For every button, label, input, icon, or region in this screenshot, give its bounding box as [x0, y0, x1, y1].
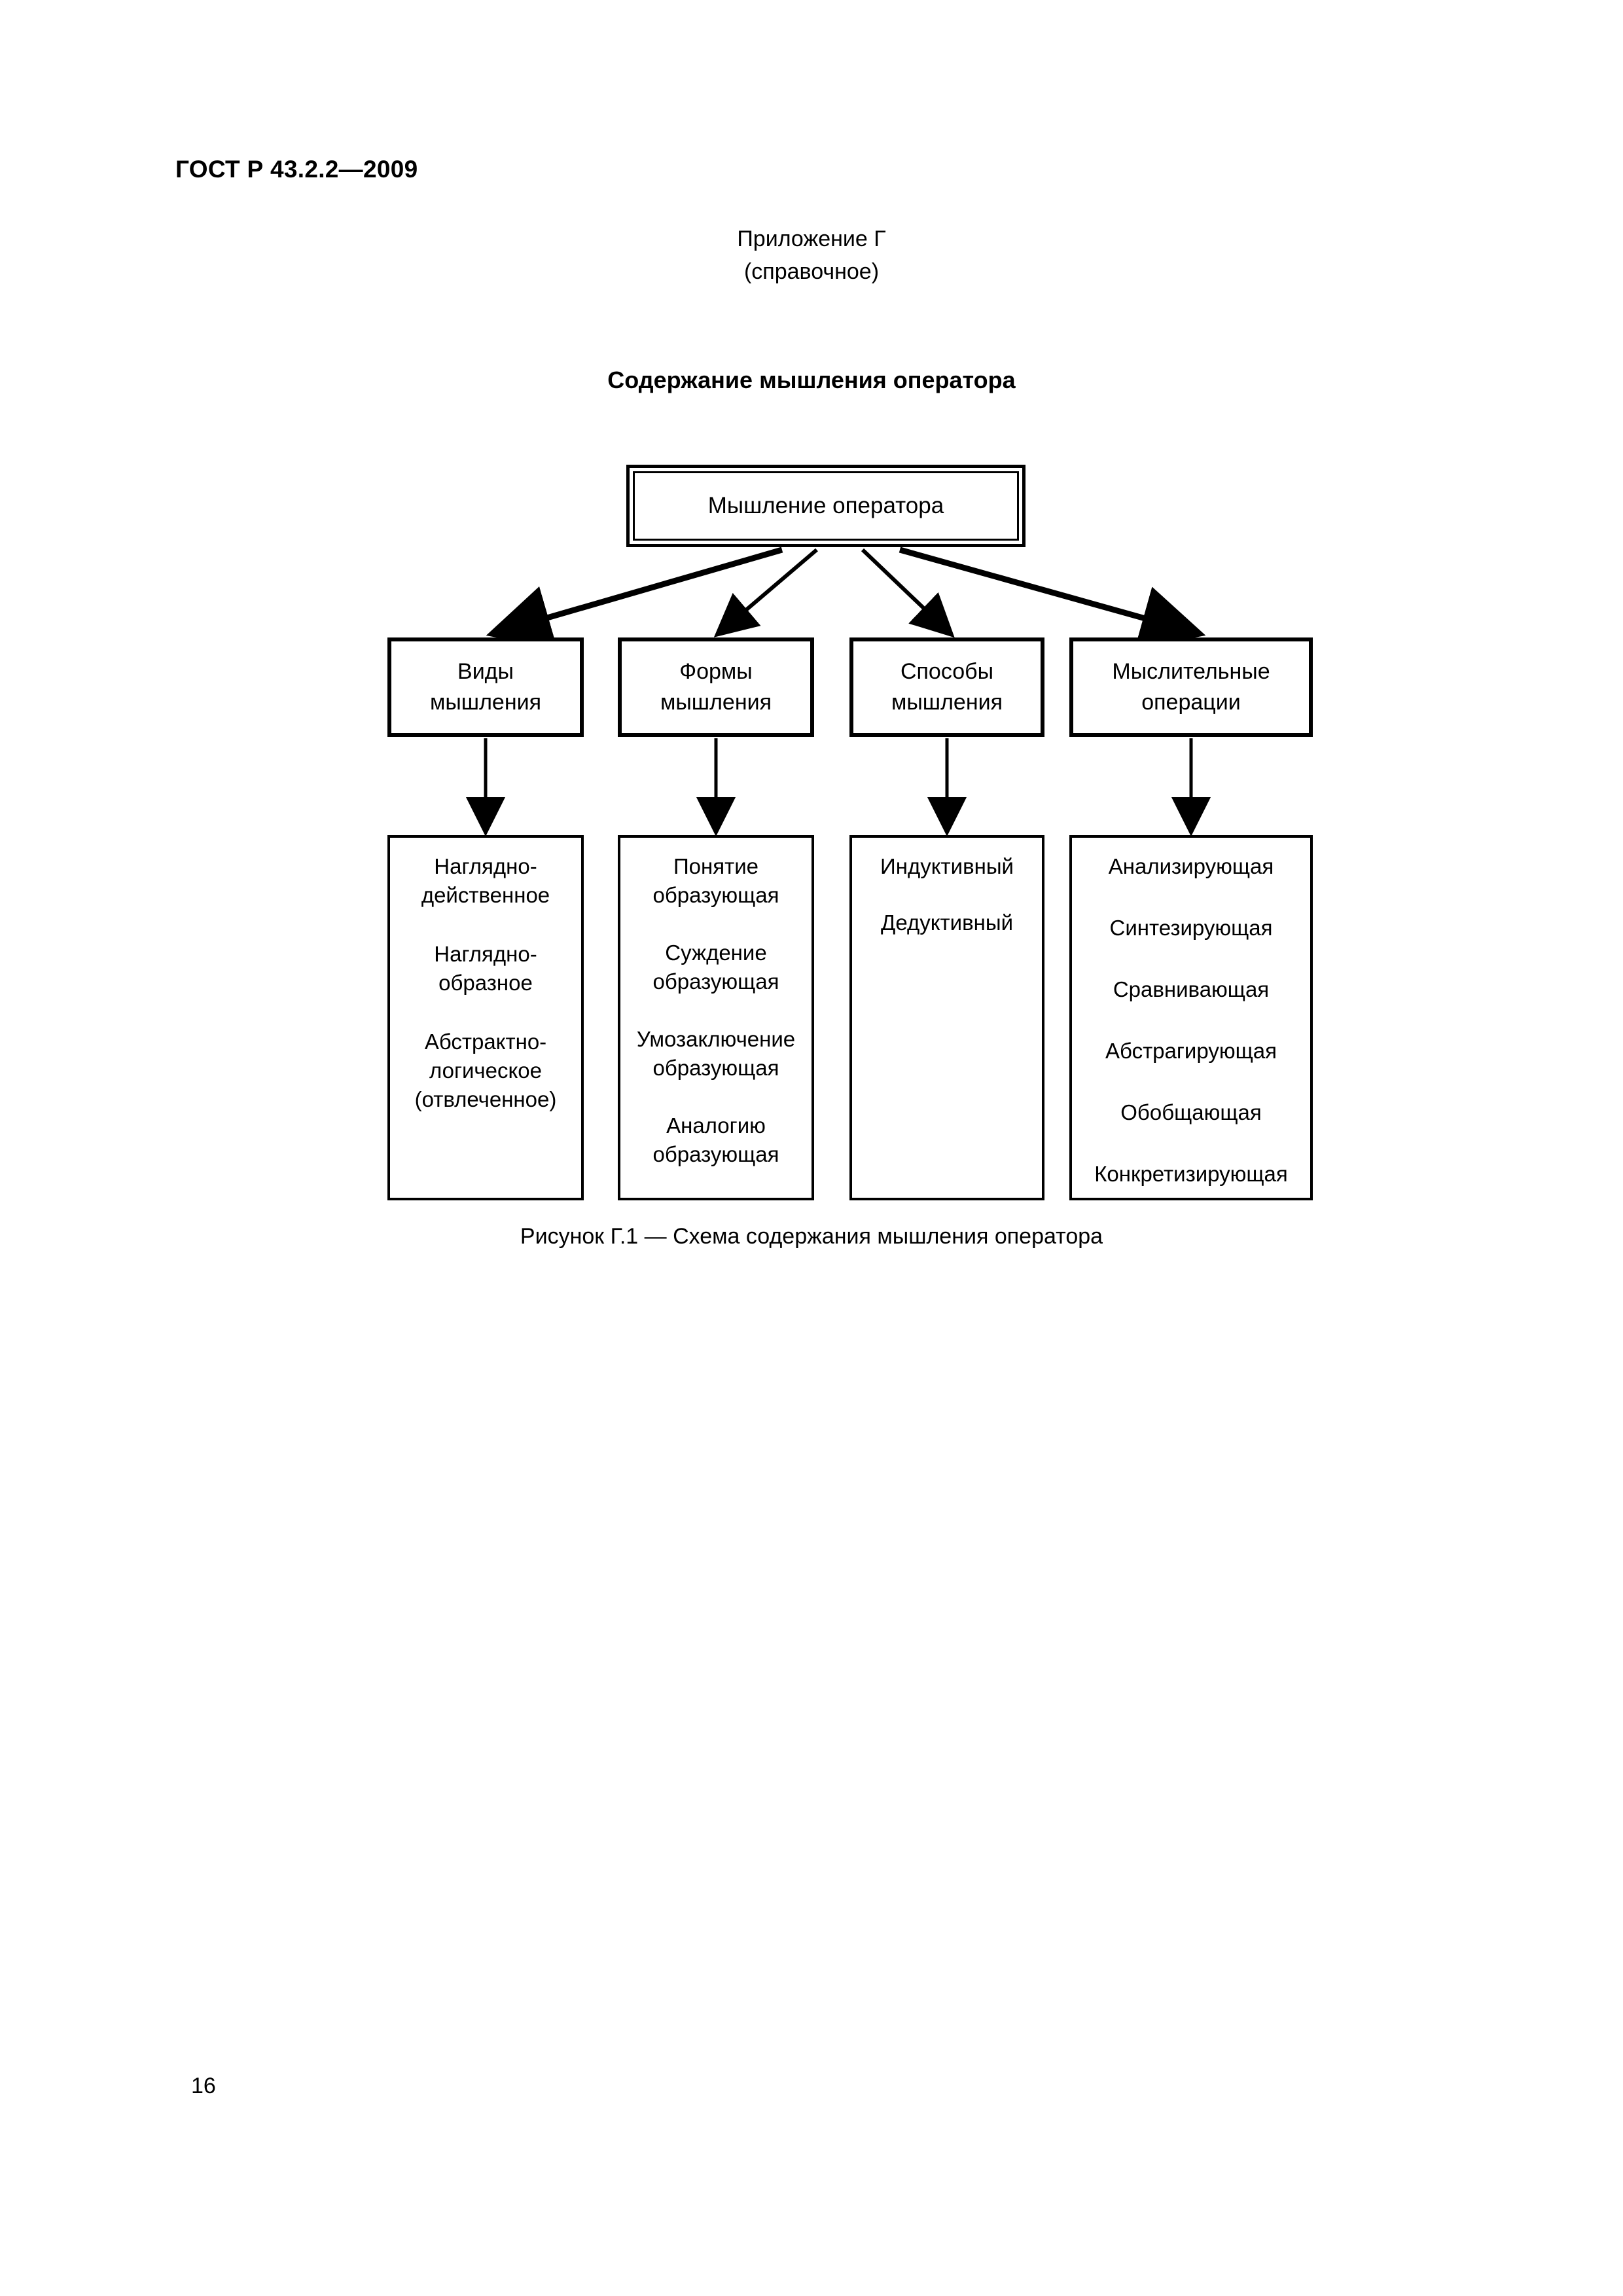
annex-subtitle: (справочное): [743, 259, 880, 284]
document-header-standard-number: ГОСТ Р 43.2.2—2009: [175, 156, 418, 183]
node-list-methods-of-thinking: Индуктивный Дедуктивный: [849, 835, 1044, 1200]
list-item: Аналогию образующая: [652, 1113, 779, 1166]
node-root-inner-frame: Мышление оператора: [633, 471, 1019, 541]
annex-heading: Приложение Г (справочное): [0, 223, 1623, 288]
list-item: Умозаключение образующая: [636, 1027, 796, 1080]
list-item: Обобщающая: [1120, 1100, 1262, 1124]
connector-root-to-kinds: [486, 547, 783, 649]
list-item: Наглядно- действенное: [421, 854, 550, 907]
figure-caption: Рисунок Г.1 — Схема содержания мышления …: [520, 1224, 1103, 1249]
node-category-forms-label: Формы мышления: [660, 659, 772, 715]
list-item: Конкретизирующая: [1094, 1162, 1288, 1186]
node-category-methods-of-thinking: Способы мышления: [849, 637, 1044, 737]
list-item: Индуктивный: [880, 854, 1014, 878]
list-item: Синтезирующая: [1109, 916, 1273, 940]
list-item: Наглядно- образное: [434, 942, 537, 995]
list-item: Суждение образующая: [652, 941, 779, 994]
node-category-forms-of-thinking: Формы мышления: [618, 637, 814, 737]
annex-title: Приложение Г: [737, 226, 886, 251]
node-list-kinds-of-thinking: Наглядно- действенное Наглядно- образное…: [387, 835, 584, 1200]
figure-title: Содержание мышления оператора: [607, 367, 1016, 393]
list-item: Абстрактно- логическое (отвлеченное): [414, 1030, 557, 1111]
node-category-mental-operations: Мыслительные операции: [1069, 637, 1313, 737]
node-category-operations-label: Мыслительные операции: [1112, 659, 1270, 715]
node-root-label: Мышление оператора: [707, 493, 944, 518]
list-item: Анализирующая: [1108, 854, 1274, 878]
node-root-operator-thinking: Мышление оператора: [626, 465, 1026, 547]
list-item: Сравнивающая: [1113, 977, 1270, 1001]
connector-root-to-methods: [861, 548, 955, 638]
list-item: Дедуктивный: [881, 910, 1013, 935]
node-list-mental-operations: Анализирующая Синтезирующая Сравнивающая…: [1069, 835, 1313, 1200]
connector-root-to-forms: [713, 548, 818, 637]
page-number: 16: [191, 2073, 216, 2098]
connector-root-to-operations: [899, 547, 1206, 649]
node-category-methods-label: Способы мышления: [891, 659, 1003, 715]
node-category-kinds-label: Виды мышления: [429, 659, 542, 715]
list-item: Абстрагирующая: [1105, 1039, 1277, 1063]
node-category-kinds-of-thinking: Виды мышления: [387, 637, 584, 737]
list-item: Понятие образующая: [652, 854, 779, 907]
node-list-forms-of-thinking: Понятие образующая Суждение образующая У…: [618, 835, 814, 1200]
